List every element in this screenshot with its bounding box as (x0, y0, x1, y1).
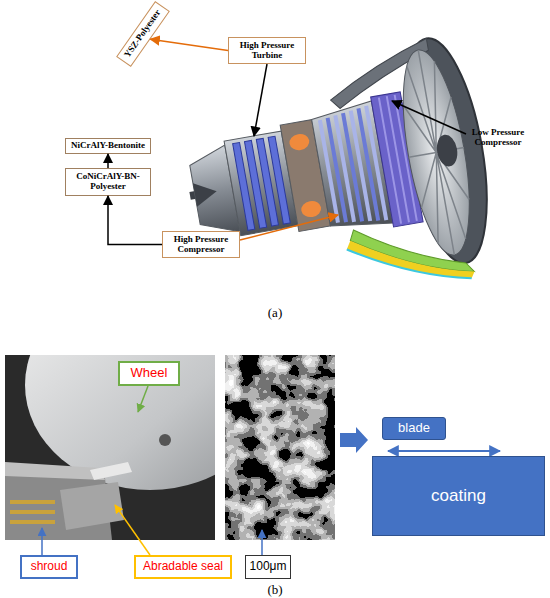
fixture-block (60, 482, 124, 530)
exhaust-cone (193, 179, 219, 206)
scale-bar-box: 100μm (245, 555, 291, 579)
node-text: coating (431, 487, 486, 506)
node-text: shroud (31, 560, 68, 573)
micrograph (225, 355, 335, 540)
component-box: High Pressure Compressor (162, 231, 240, 258)
fixture-bar (10, 500, 55, 504)
connector-arrow (108, 196, 162, 245)
coating-block: coating (372, 456, 545, 536)
seal-strip (90, 462, 132, 480)
combustor-flame (288, 132, 310, 151)
callout-box: shroud (20, 555, 78, 579)
motion-arrow (388, 450, 500, 452)
material-box: NiCrAlY-Bentonite (65, 138, 151, 154)
panel-label: (a) (255, 306, 295, 320)
node-text: High Pressure Turbine (231, 41, 303, 61)
leader-arrow (261, 530, 263, 555)
fixture-bar (10, 510, 55, 514)
callout-box: Wheel (118, 361, 180, 386)
component-box: High Pressure Turbine (228, 37, 306, 64)
engine-illustration (170, 32, 504, 324)
leader-arrow (138, 386, 148, 412)
node-text: Abradable seal (143, 560, 223, 573)
blade-block: blade (382, 417, 446, 440)
node-text: NiCrAlY-Bentonite (71, 141, 145, 151)
nacelle (391, 32, 501, 269)
callout-box: Abradable seal (134, 555, 232, 579)
node-text: blade (398, 421, 430, 435)
fixture-plate (5, 462, 105, 480)
block-arrow (340, 427, 368, 453)
node-text: High Pressure Compressor (165, 235, 237, 255)
wheel-hole (159, 434, 171, 446)
node-text: YSZ-Polyester (123, 8, 163, 60)
fixture-bar (10, 520, 55, 524)
spinner (434, 133, 459, 168)
leader-arrow (392, 101, 466, 134)
fan-disc (391, 45, 482, 260)
node-text: 100μm (250, 560, 287, 573)
combustor-flame (300, 199, 322, 218)
leader-arrow (41, 528, 43, 555)
material-box: YSZ-Polyester (116, 1, 170, 67)
leader-arrow (254, 64, 267, 136)
leader-arrow (115, 505, 150, 555)
panel-label: (b) (255, 583, 295, 597)
rig-photo (5, 355, 215, 540)
node-text: Wheel (131, 366, 168, 380)
leader-arrow (240, 215, 338, 240)
connector-arrow (150, 39, 228, 50)
connector-arrow (107, 154, 109, 168)
node-text: CoNiCrAlY-BN-Polyester (68, 172, 148, 192)
part-label: Low Pressure Compressor (462, 128, 534, 148)
fan-blades (391, 45, 482, 260)
material-box: CoNiCrAlY-BN-Polyester (65, 168, 151, 196)
